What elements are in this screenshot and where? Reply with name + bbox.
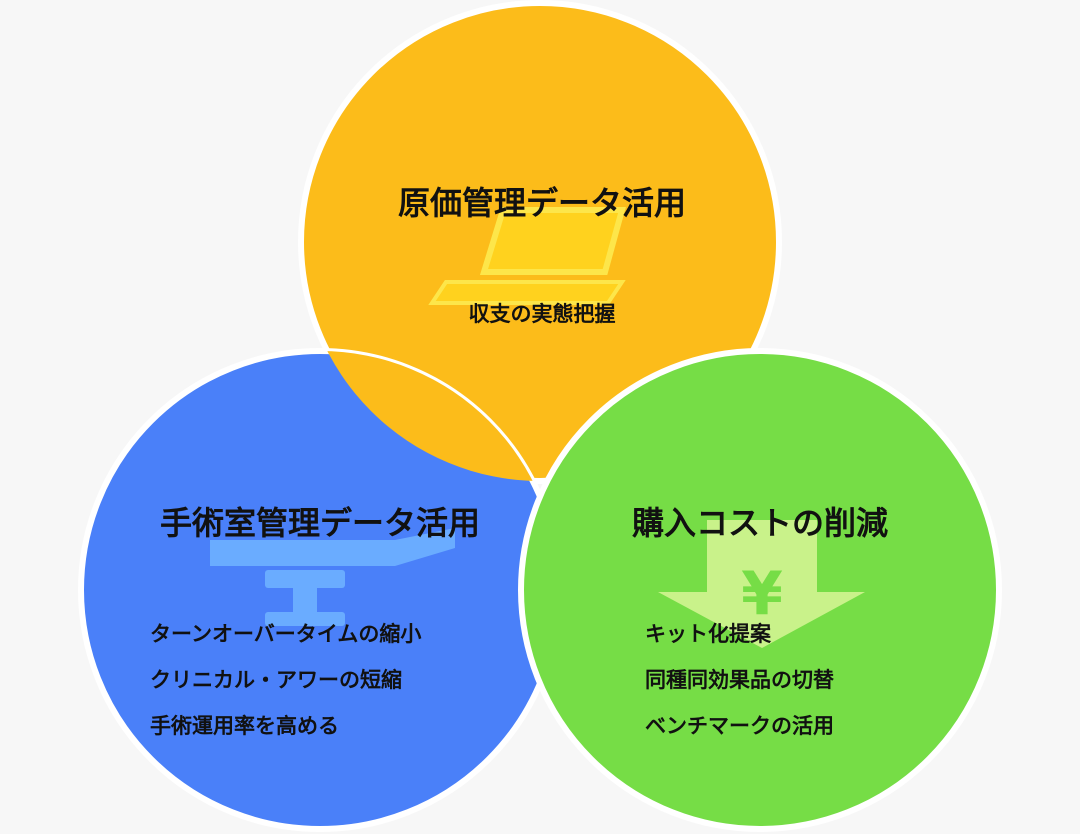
purchase-circle-title: 購入コストの削減 [631,504,889,542]
or-item-1: ターンオーバータイムの縮小 [150,622,422,646]
purchase-item-3: ベンチマークの活用 [645,714,834,738]
operating-table-icon [210,528,455,626]
purchase-item-1: キット化提案 [645,622,771,646]
or-circle-title: 手術室管理データ活用 [159,504,481,542]
yen-glyph: ¥ [741,559,783,629]
or-item-2: クリニカル・アワーの短縮 [150,668,402,692]
or-item-3: 手術運用率を高める [150,714,339,738]
cost-item-1: 収支の実態把握 [468,302,616,326]
purchase-item-2: 同種同効果品の切替 [645,668,834,692]
laptop-icon [428,207,626,305]
yen-down-arrow-icon: ¥ [658,520,865,648]
cost-circle-title: 原価管理データ活用 [397,184,687,222]
